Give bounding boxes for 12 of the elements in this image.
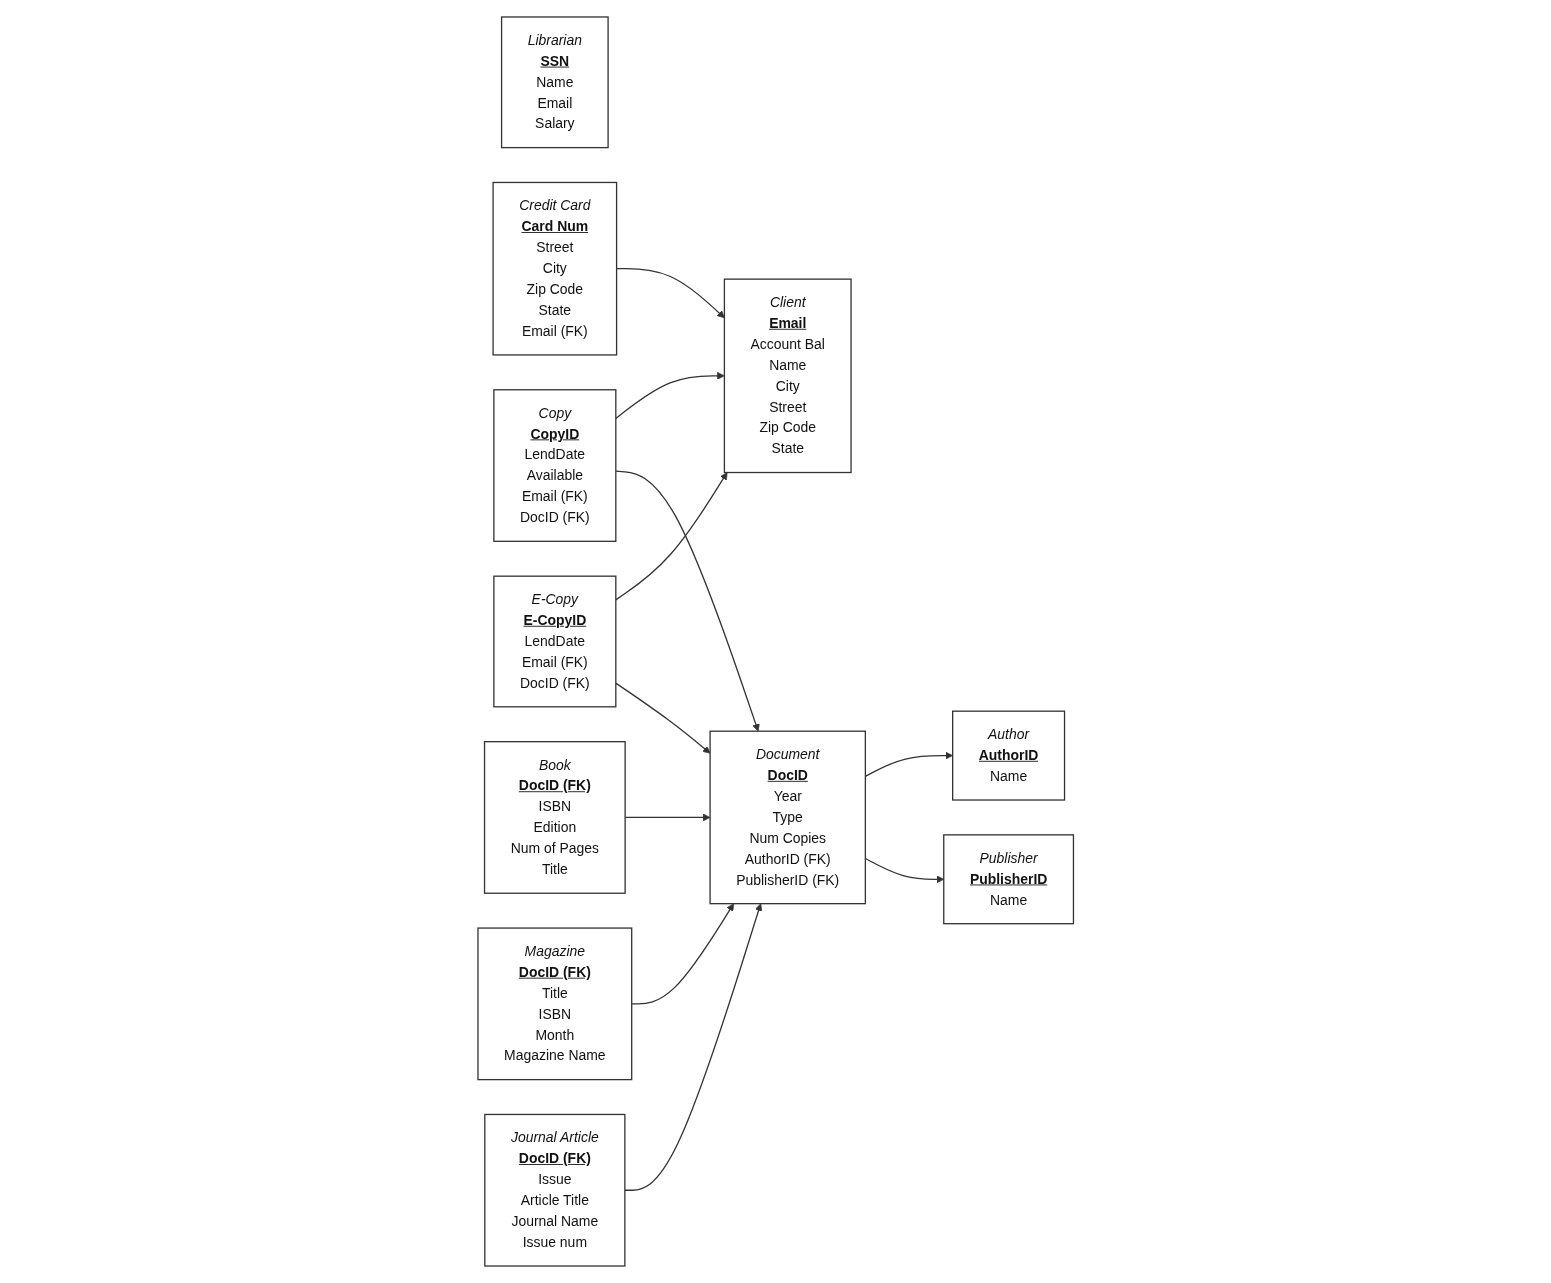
node-box: Publisher PublisherID Name — [942, 834, 1074, 925]
node-box: Magazine DocID (FK) Title ISBN Month Magazine Name — [477, 927, 633, 1081]
node-box: Librarian SSN Name Email Salary — [500, 16, 609, 149]
node-box: Journal Article DocID (FK) Issue Article Title Journal Name Issue num — [483, 1113, 626, 1267]
node-box: Copy CopyID LendDate Available Email (FK) DocID (FK) — [493, 389, 617, 542]
node-box: Author AuthorID Name — [951, 710, 1065, 801]
node-box: Book DocID (FK) ISBN Edition Num of Pages Title — [483, 741, 626, 894]
node-box: Client Email Account Bal Name City Street Zip Code State — [723, 278, 852, 474]
node-box: Document DocID Year Type Num Copies AuthorID (FK) PublisherID (FK) — [709, 730, 866, 905]
node-box: E-Copy E-CopyID LendDate Email (FK) DocID (FK) — [493, 575, 617, 708]
arrow — [624, 903, 763, 1191]
node-box: Credit Card Card Num Street City Zip Code State Email (FK) — [492, 181, 618, 356]
